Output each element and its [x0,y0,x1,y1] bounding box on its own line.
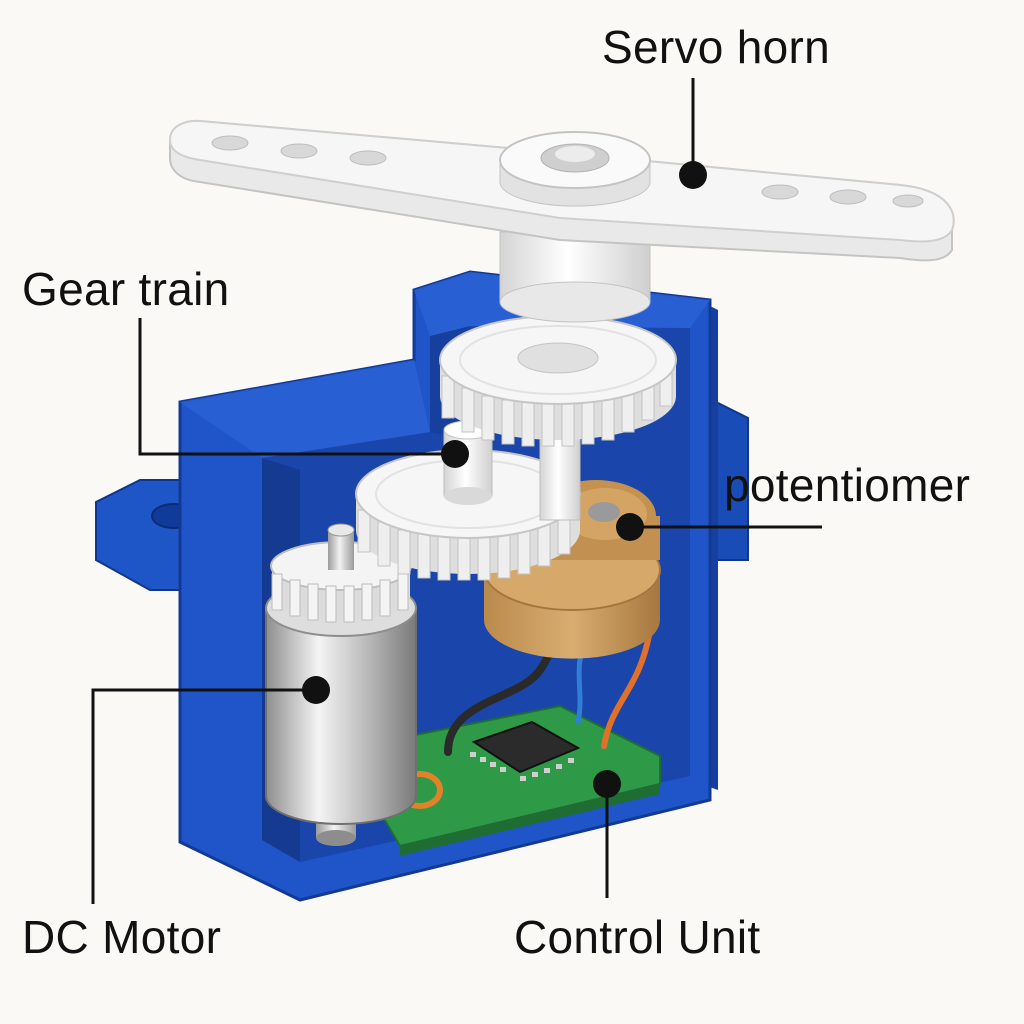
horn-holes [211,135,924,208]
servo-horn-dot [679,161,707,189]
control-unit-dot [593,770,621,798]
top-gear [439,315,677,447]
orange-wire [601,627,653,749]
label-potentiometer: potentiomer [724,459,971,511]
label-dc-motor: DC Motor [22,911,222,963]
leader-dots [302,161,707,798]
microchip [471,720,581,774]
leader-lines [91,78,822,904]
label-gear-train: Gear train [22,263,230,315]
label-control-unit: Control Unit [514,911,761,963]
label-servo-horn: Servo horn [602,21,831,73]
dc-motor-leader [91,688,316,904]
gear-train-leader [138,318,455,456]
dc-motor-dot [302,676,330,704]
dc-motor [265,523,417,846]
gear-train-dot [441,440,469,468]
potentiometer-dot [616,513,644,541]
horn-post [499,231,651,323]
servo-horn [168,119,955,262]
